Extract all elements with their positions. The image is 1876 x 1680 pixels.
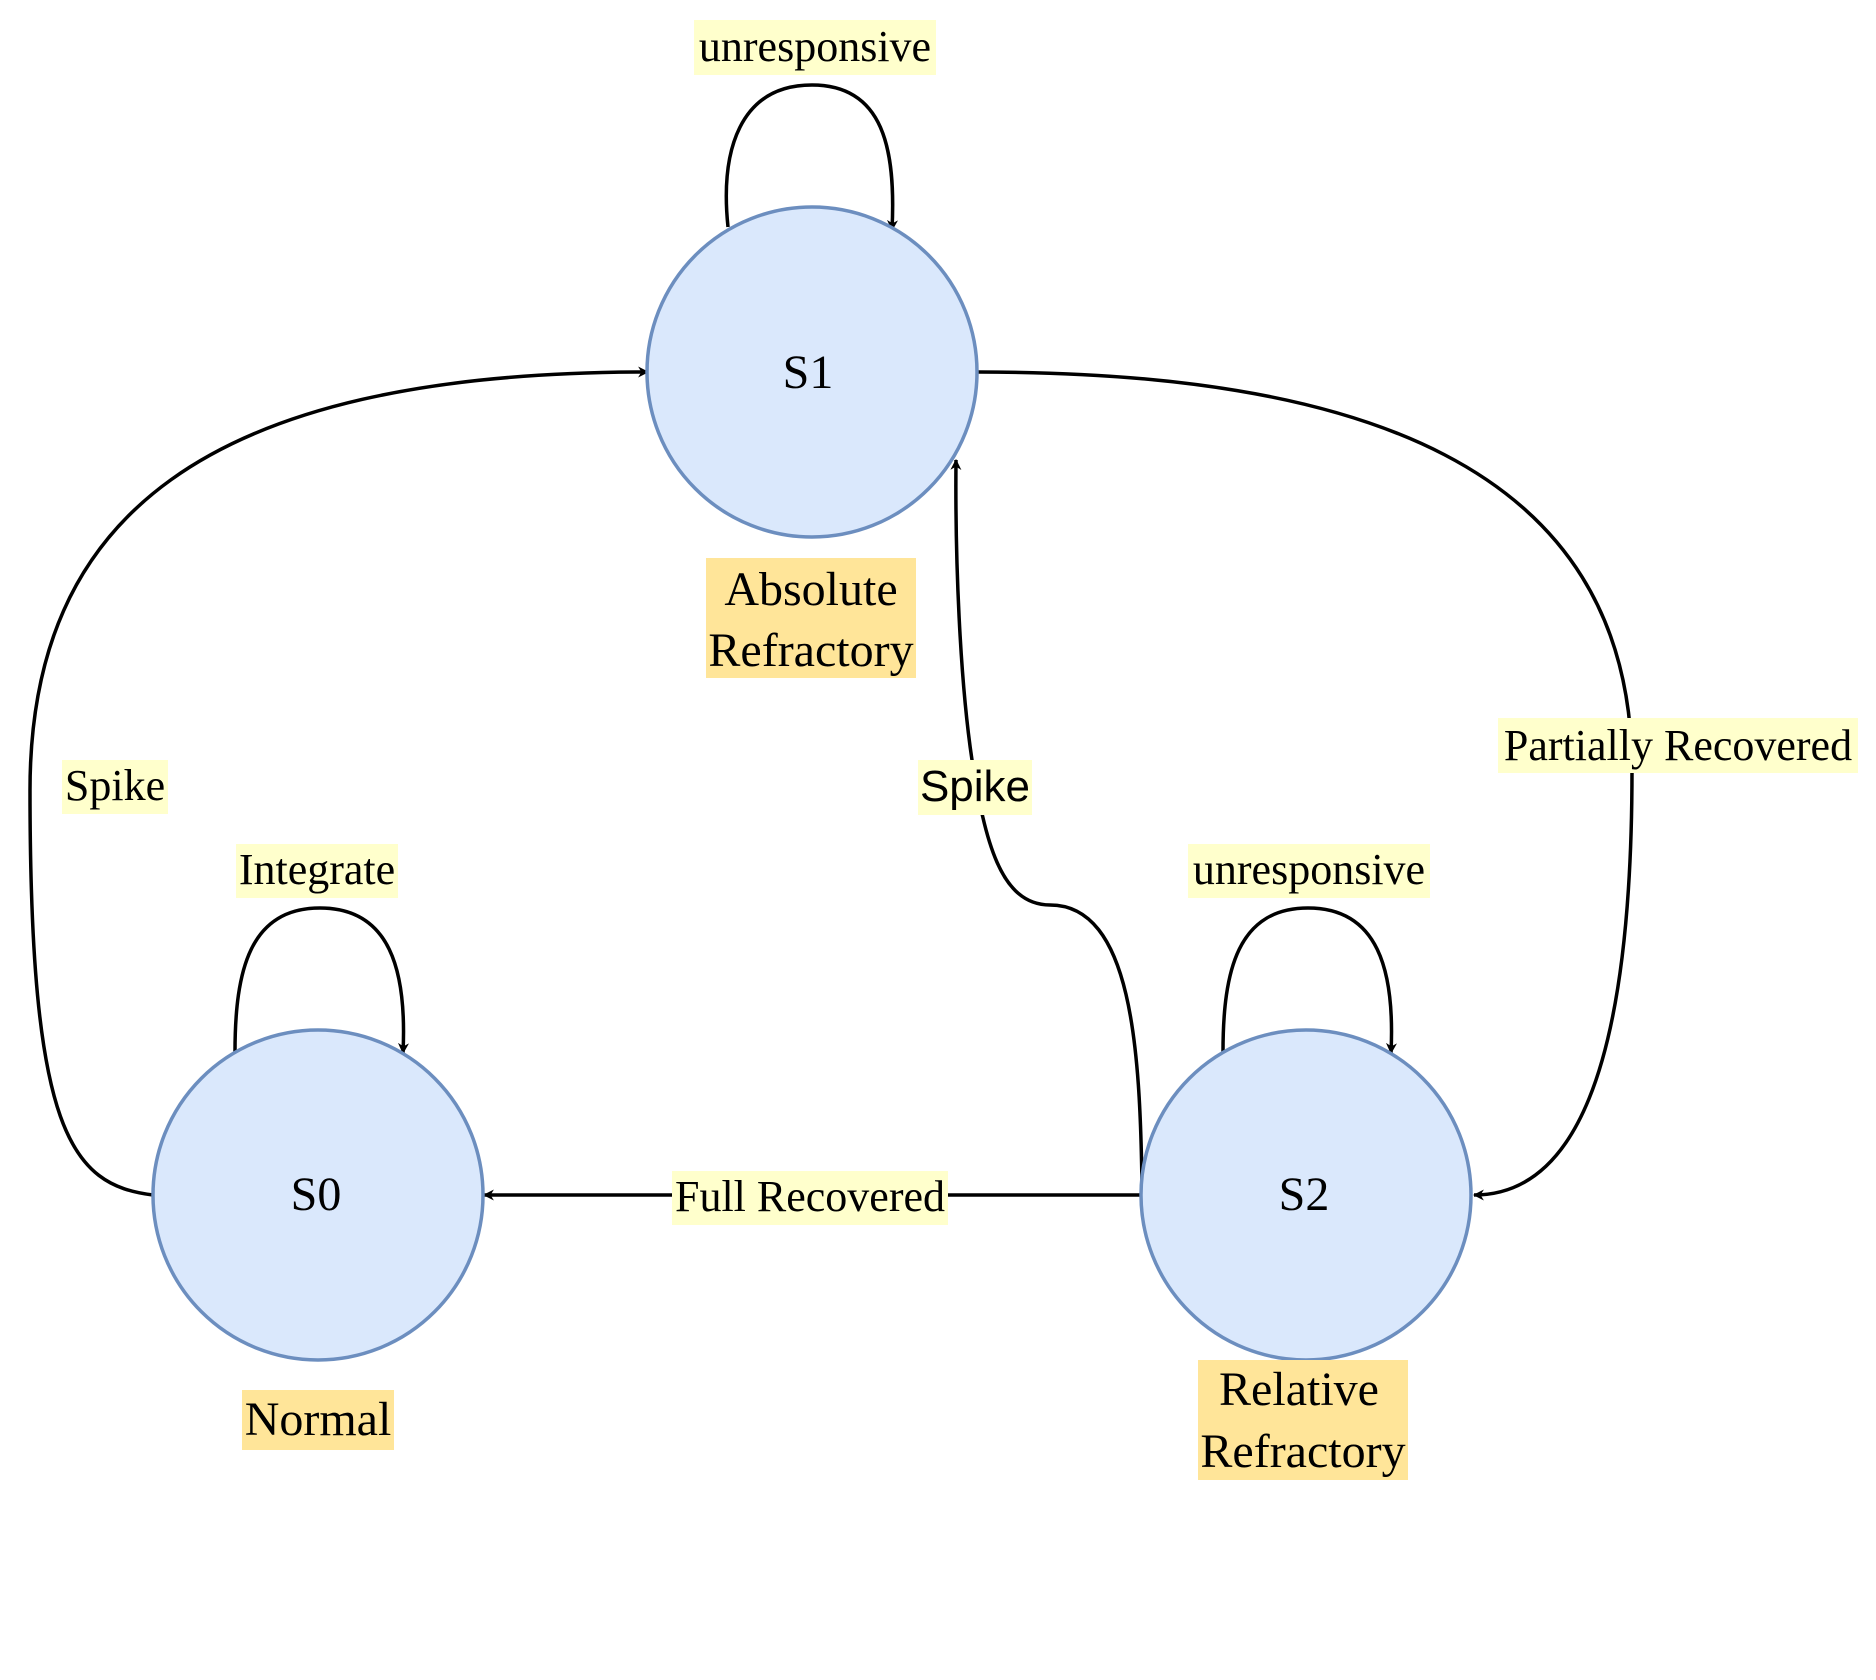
svg-text:Relative: Relative [1219, 1363, 1379, 1416]
caption-s1: Absolute Refractory [706, 558, 916, 678]
label-s2-self: unresponsive [1188, 844, 1430, 898]
svg-text:Spike: Spike [920, 762, 1030, 811]
edge-s1-self-loop [724, 83, 898, 232]
label-s1-to-s2: Partially Recovered [1498, 718, 1858, 773]
state-s1-name: S1 [783, 346, 834, 399]
edge-s1-to-s2 [977, 370, 1634, 1201]
svg-text:Normal: Normal [245, 1393, 392, 1446]
edge-s2-self-loop [1221, 906, 1397, 1055]
label-s2-to-s1: Spike [918, 760, 1032, 815]
svg-text:Spike: Spike [65, 761, 165, 810]
edge-s0-to-s1 [28, 366, 650, 1197]
edge-s0-self-loop [233, 906, 409, 1055]
label-s0-self: Integrate [236, 844, 398, 898]
label-s1-self: unresponsive [694, 20, 936, 75]
caption-s2: Relative Refractory [1198, 1360, 1408, 1480]
svg-text:Refractory: Refractory [708, 624, 913, 677]
svg-text:Partially Recovered: Partially Recovered [1504, 721, 1852, 770]
svg-text:Refractory: Refractory [1200, 1425, 1405, 1478]
state-s0[interactable]: S0 [151, 1028, 485, 1362]
state-s0-name: S0 [291, 1168, 342, 1221]
state-s2[interactable]: S2 [1139, 1028, 1473, 1362]
svg-text:unresponsive: unresponsive [1193, 845, 1425, 894]
svg-text:Full Recovered: Full Recovered [675, 1172, 945, 1221]
caption-s0: Normal [242, 1390, 394, 1450]
state-s0-circle [151, 1028, 485, 1362]
svg-text:unresponsive: unresponsive [699, 22, 931, 71]
svg-text:Absolute: Absolute [724, 563, 897, 616]
label-s0-to-s1: Spike [62, 760, 168, 814]
state-s1-circle [645, 205, 979, 539]
edge-s2-to-s1 [950, 458, 1144, 1186]
state-s2-name: S2 [1279, 1168, 1330, 1221]
state-s1[interactable]: S1 [645, 205, 979, 539]
label-s2-to-s0: Full Recovered [672, 1171, 948, 1225]
svg-text:Integrate: Integrate [239, 845, 395, 894]
